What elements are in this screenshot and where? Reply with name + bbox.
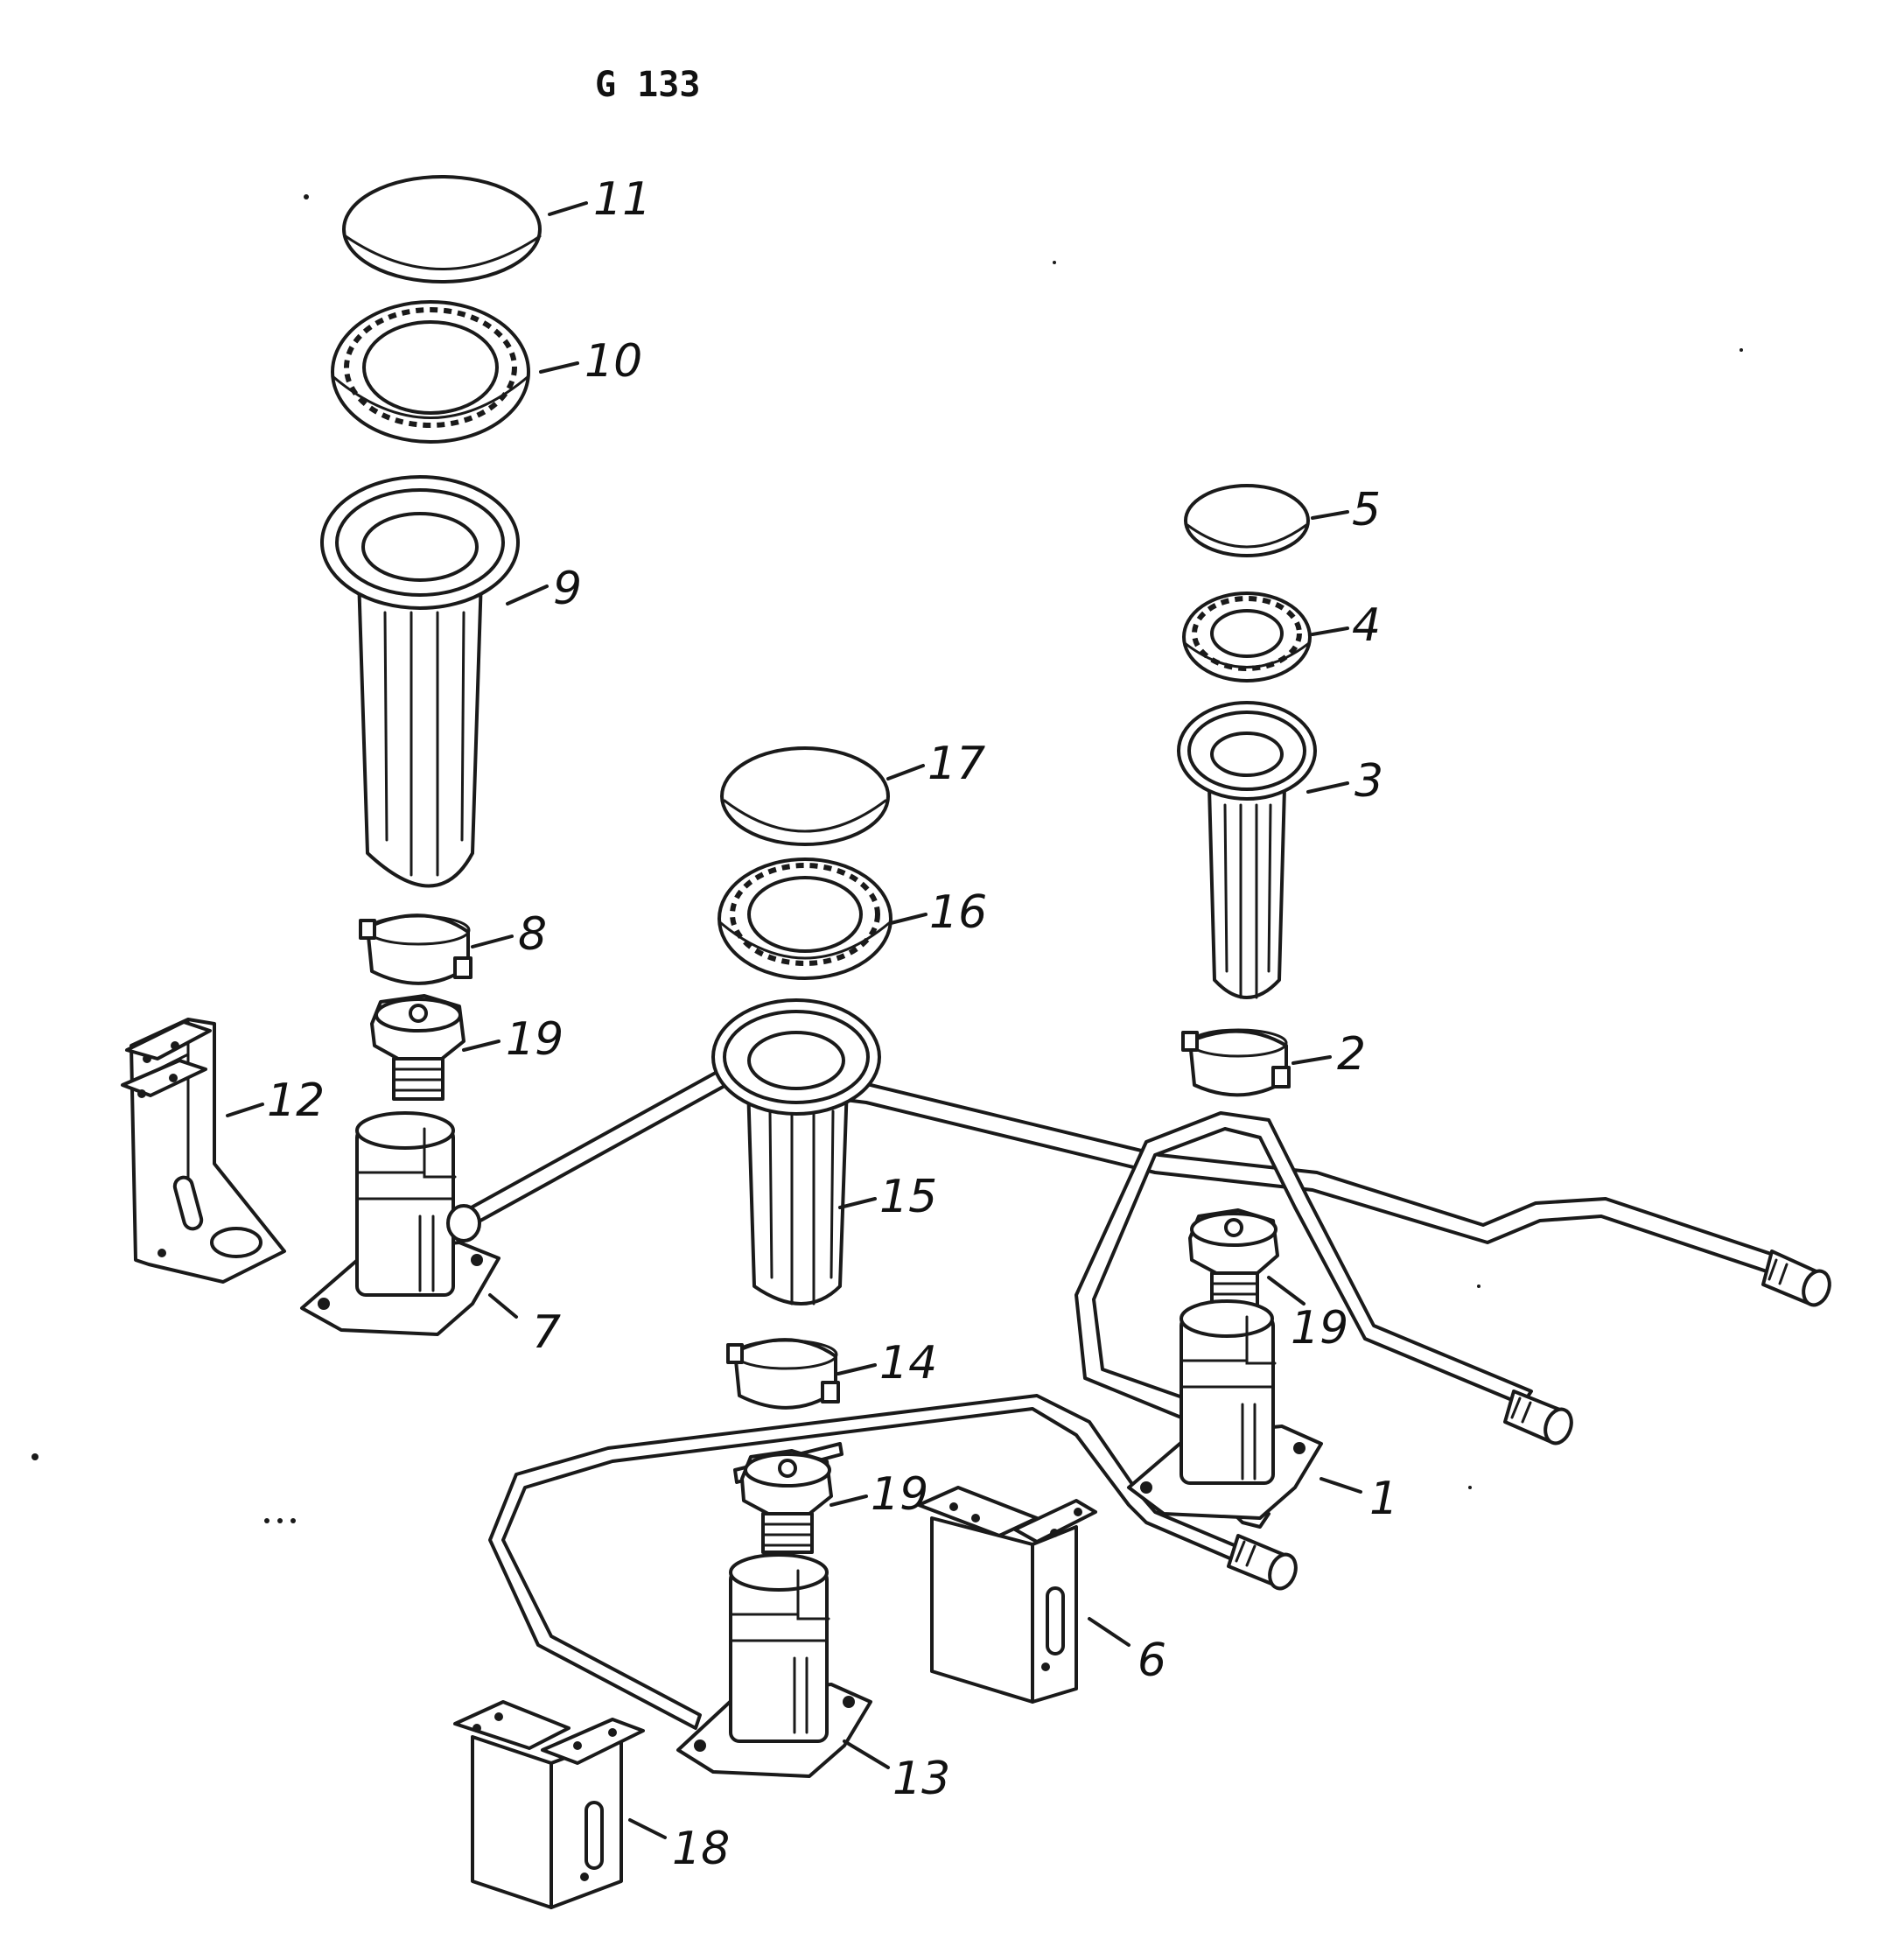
leader-6 — [1088, 1617, 1130, 1647]
callout-19-middle: 19 — [871, 1468, 928, 1521]
callout-17: 17 — [928, 738, 985, 790]
bracket-12 — [121, 1018, 286, 1284]
leader-15 — [838, 1197, 877, 1209]
tube-outlet-lower — [1227, 1534, 1298, 1591]
leader-11 — [548, 201, 588, 216]
leader-3 — [1306, 781, 1349, 794]
burner-body-3 — [1177, 701, 1317, 999]
flame-spreader-10 — [331, 300, 530, 444]
leader-10 — [539, 361, 579, 374]
clip-2 — [1181, 1028, 1291, 1097]
leader-5 — [1311, 510, 1349, 520]
leader-2 — [1292, 1055, 1332, 1065]
clip-14 — [726, 1338, 840, 1410]
callout-8: 8 — [518, 908, 547, 961]
leader-1 — [1320, 1477, 1362, 1494]
loop-tube-burner-1 — [1074, 1111, 1533, 1419]
leader-17 — [886, 764, 925, 780]
main-gas-tube — [466, 1068, 1791, 1279]
burner-cap-5 — [1184, 484, 1310, 557]
callout-4: 4 — [1352, 599, 1381, 652]
callout-5: 5 — [1352, 484, 1381, 536]
leader-4 — [1311, 626, 1349, 636]
scan-dots — [32, 194, 1743, 1523]
injector-19-middle — [740, 1449, 833, 1554]
callout-2: 2 — [1337, 1028, 1366, 1081]
leader-7 — [488, 1293, 518, 1319]
leader-13 — [843, 1740, 890, 1769]
callout-19-left: 19 — [506, 1013, 564, 1066]
leader-lines — [226, 201, 1362, 1839]
callout-16: 16 — [929, 886, 987, 939]
leader-14 — [836, 1363, 877, 1376]
burner-base-7 — [300, 1111, 500, 1336]
callout-11: 11 — [593, 173, 651, 226]
flame-spreader-16 — [718, 858, 892, 980]
burner-base-1 — [1127, 1299, 1323, 1520]
callout-13: 13 — [892, 1753, 950, 1805]
leader-19-middle — [830, 1494, 868, 1507]
leader-19-left — [462, 1040, 500, 1052]
leader-16 — [889, 913, 928, 925]
leader-8 — [471, 934, 514, 948]
burner-body-15 — [711, 998, 881, 1306]
callout-3: 3 — [1354, 755, 1383, 808]
leader-12 — [226, 1102, 264, 1117]
callout-19-right: 19 — [1291, 1302, 1348, 1354]
burner-cap-17 — [720, 746, 890, 846]
burner-body-9 — [320, 475, 520, 888]
callout-9: 9 — [553, 563, 582, 615]
figure-label: G 133 — [595, 65, 700, 105]
callout-labels: 11 10 9 8 19 12 7 17 16 15 14 19 13 6 18… — [267, 173, 1398, 1875]
callout-7: 7 — [532, 1306, 561, 1359]
injector-19-left — [370, 994, 466, 1101]
callout-10: 10 — [584, 335, 642, 388]
callout-14: 14 — [879, 1337, 937, 1390]
bracket-6 — [917, 1486, 1097, 1704]
callout-12: 12 — [267, 1074, 325, 1127]
leader-18 — [628, 1818, 667, 1839]
clip-8 — [359, 914, 472, 985]
gas-tube-network — [466, 1068, 1791, 1730]
leader-9 — [506, 584, 549, 606]
burner-cap-11 — [342, 175, 542, 284]
injector-19-right — [1188, 1208, 1279, 1310]
callout-6: 6 — [1138, 1634, 1166, 1687]
bracket-18 — [453, 1700, 645, 1909]
burner-base-13 — [676, 1553, 872, 1778]
tube-outlet-middle — [1503, 1390, 1573, 1446]
leader-19-right — [1267, 1276, 1306, 1306]
tube-outlet-right — [1761, 1250, 1831, 1307]
lower-loop-tube — [488, 1394, 1244, 1730]
callout-18: 18 — [672, 1823, 730, 1875]
callout-15: 15 — [879, 1171, 937, 1223]
callout-1: 1 — [1369, 1473, 1398, 1525]
flame-spreader-4 — [1182, 592, 1312, 682]
